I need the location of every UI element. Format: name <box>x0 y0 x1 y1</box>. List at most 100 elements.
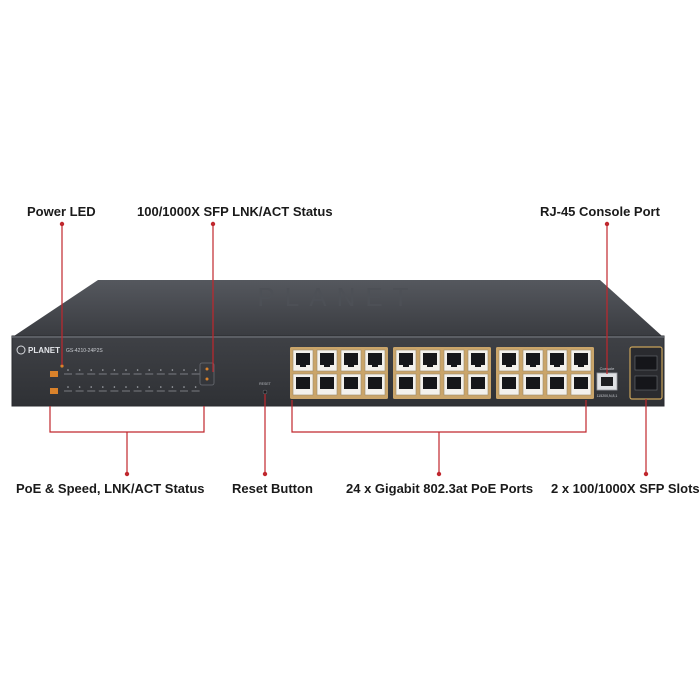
rj45-jack-icon <box>526 377 540 389</box>
rj45-jack-icon <box>502 353 516 365</box>
poe-led-dot-icon <box>194 386 197 388</box>
rj45-jack-icon <box>447 377 461 389</box>
rj45-jack-icon <box>550 377 564 389</box>
poe-led-dot-icon <box>194 369 197 371</box>
rj45-latch-icon <box>348 364 354 367</box>
rj45-jack-icon <box>471 353 485 365</box>
rj45-latch-icon <box>427 377 433 380</box>
power-led-dot <box>59 221 65 227</box>
poe-led-dot-icon <box>90 386 92 388</box>
rj45-port-array <box>290 347 594 399</box>
console-port-jack-icon <box>601 377 613 386</box>
poe-led-dot-icon <box>78 369 81 371</box>
rj45-latch-icon <box>403 377 409 380</box>
rj45-jack-icon <box>574 353 588 365</box>
poe-led-dot-icon <box>160 386 162 388</box>
reset-button-dot <box>262 471 268 477</box>
rj45-latch-icon <box>530 364 536 367</box>
rj45-jack-icon <box>296 353 310 365</box>
poe-led-dot-icon <box>102 369 104 371</box>
poe-status-label: PoE & Speed, LNK/ACT Status <box>16 481 205 496</box>
sfp-slots-dot <box>643 471 649 477</box>
rj45-jack-icon <box>526 353 540 365</box>
switch-top-panel <box>14 280 662 336</box>
port-group-frame <box>496 347 594 399</box>
poe-led-dot-icon <box>125 369 127 371</box>
poe-led-dot-icon <box>113 386 116 388</box>
poe-ports-label: 24 x Gigabit 802.3at PoE Ports <box>346 481 534 496</box>
rj45-latch-icon <box>475 364 481 367</box>
poe-led-array <box>50 369 200 394</box>
planet-logo-icon <box>16 345 26 355</box>
reset-label: RESET <box>259 382 272 386</box>
poe-led-dot-icon <box>148 369 150 371</box>
rj45-jack-icon <box>368 353 382 365</box>
poe-led-dot-icon <box>183 386 185 388</box>
rj45-latch-icon <box>530 377 536 380</box>
rj45-latch-icon <box>578 364 584 367</box>
poe-status-dot <box>124 471 130 477</box>
rj45-latch-icon <box>506 364 512 367</box>
reset-button-label: Reset Button <box>232 481 313 496</box>
console-speed-label: 115200,N,8,1 <box>597 394 618 398</box>
rj45-latch-icon <box>403 364 409 367</box>
rj45-latch-icon <box>300 377 306 380</box>
rj45-jack-icon <box>368 377 382 389</box>
rj45-jack-icon <box>502 377 516 389</box>
rj45-latch-icon <box>554 364 560 367</box>
sfp-status-dot <box>210 221 216 227</box>
rj45-jack-icon <box>399 377 413 389</box>
rj45-jack-icon <box>447 353 461 365</box>
rj45-jack-icon <box>320 353 334 365</box>
rj45-latch-icon <box>506 377 512 380</box>
sfp-slot-25[interactable] <box>634 355 658 371</box>
poe-led-dot-icon <box>136 386 139 388</box>
rj45-jack-icon <box>399 353 413 365</box>
front-brand-logo: PLANET <box>28 346 60 355</box>
console-port-dot <box>604 221 610 227</box>
poe-led-dot-icon <box>148 386 150 388</box>
poe-led-dot-icon <box>102 386 104 388</box>
rj45-jack-icon <box>320 377 334 389</box>
rj45-latch-icon <box>427 364 433 367</box>
rj45-latch-icon <box>451 377 457 380</box>
poe-led-dot-icon <box>125 386 127 388</box>
poe-led-dot-icon <box>171 369 174 371</box>
rj45-latch-icon <box>554 377 560 380</box>
poe-ports-dot <box>436 471 442 477</box>
rj45-jack-icon <box>296 377 310 389</box>
rj45-latch-icon <box>578 377 584 380</box>
switch-top-logo: PLANET <box>257 282 418 312</box>
poe-led-dot-icon <box>67 386 69 388</box>
poe-led-dot-icon <box>171 386 174 388</box>
rj45-latch-icon <box>300 364 306 367</box>
port-group-frame <box>290 347 388 399</box>
poe-status-bracket <box>49 406 205 433</box>
reset-button-hole[interactable] <box>262 389 268 395</box>
sfp-slot-26[interactable] <box>634 375 658 391</box>
power-led-label: Power LED <box>27 204 96 219</box>
callout-dots <box>59 221 649 477</box>
sfp-led-25-icon <box>205 367 209 371</box>
sfp-status-label: 100/1000X SFP LNK/ACT Status <box>137 204 333 219</box>
rj45-jack-icon <box>344 377 358 389</box>
led-row-tag-icon <box>50 388 58 394</box>
poe-led-dot-icon <box>113 369 116 371</box>
rj45-jack-icon <box>423 353 437 365</box>
poe-led-dot-icon <box>160 369 162 371</box>
rj45-jack-icon <box>550 353 564 365</box>
rj45-latch-icon <box>324 377 330 380</box>
sfp-slots-label: 2 x 100/1000X SFP Slots <box>551 481 700 496</box>
rj45-latch-icon <box>348 377 354 380</box>
rj45-latch-icon <box>324 364 330 367</box>
sfp-led-26-icon <box>205 377 209 381</box>
rj45-latch-icon <box>451 364 457 367</box>
model-label: GS-4210-24P2S <box>66 348 103 354</box>
poe-led-dot-icon <box>90 369 92 371</box>
poe-led-dot-icon <box>183 369 185 371</box>
sfp-led-block <box>199 362 215 386</box>
network-switch: PLANET PLANET GS-4210-24P2S RESET Consol… <box>11 280 665 407</box>
callout-lines <box>49 224 647 474</box>
switch-front-highlight <box>12 336 664 338</box>
